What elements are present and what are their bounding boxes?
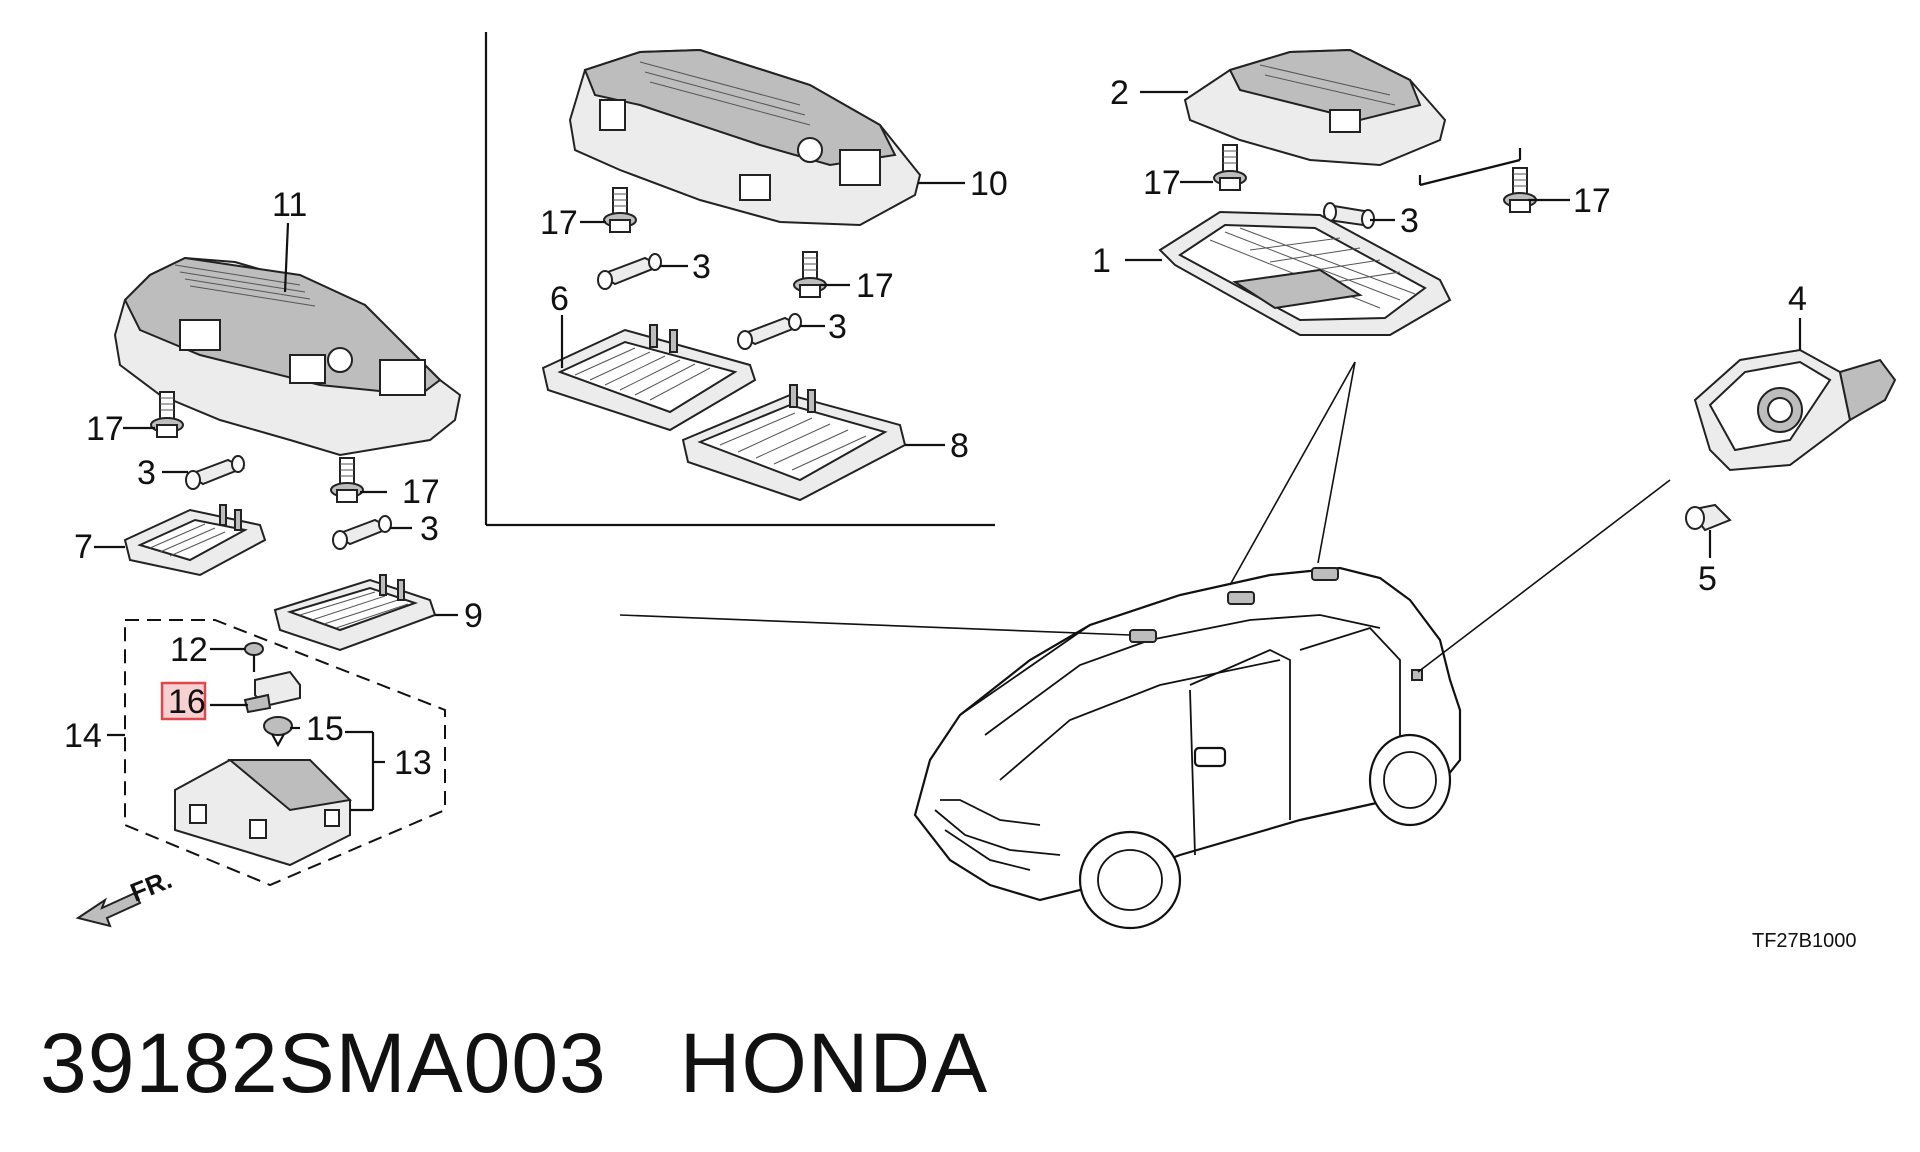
callout-leaders	[94, 180, 1570, 730]
left-bolt-upper	[150, 391, 184, 438]
left-bolt-lower	[330, 457, 364, 503]
callout-8: 8	[950, 427, 969, 465]
callout-5: 5	[1698, 560, 1717, 598]
callout-17-center-upper: 17	[540, 204, 578, 242]
lens-6	[541, 324, 757, 432]
lens-9	[273, 574, 437, 652]
callout-2: 2	[1110, 74, 1129, 112]
callout-12: 12	[170, 631, 208, 669]
right-bolt-right	[1503, 167, 1537, 213]
subassembly-frame-14	[107, 619, 446, 887]
dome-bracket	[1418, 148, 1522, 187]
highlight-box-16	[160, 681, 207, 721]
callout-11: 11	[272, 186, 307, 224]
door-light-4	[1693, 318, 1897, 472]
switch-16	[243, 670, 301, 714]
dome-light-base-2	[1140, 48, 1447, 167]
callout-1: 1	[1092, 242, 1111, 280]
map-light-unit-13	[174, 730, 385, 867]
map-light-housing-11	[113, 256, 462, 457]
callout-14: 14	[64, 717, 102, 755]
center-bulb-upper	[597, 253, 663, 290]
callout-4: 4	[1788, 280, 1807, 318]
left-bulb-lower	[332, 515, 393, 550]
callout-13: 13	[394, 744, 432, 782]
bulb-5	[1685, 503, 1732, 558]
lens-8	[681, 384, 945, 502]
callout-9: 9	[464, 597, 483, 635]
callout-16: 16	[168, 683, 206, 721]
callout-3-left-upper: 3	[137, 454, 156, 492]
callout-7: 7	[74, 528, 93, 566]
footer-caption: 39182SMA003 HONDA	[40, 1015, 988, 1112]
lens-7	[123, 504, 267, 577]
car-illustration	[913, 566, 1462, 930]
map-light-housing-10	[568, 48, 965, 227]
dome-lens-1	[1125, 210, 1452, 336]
callout-3-center-lower: 3	[828, 308, 847, 346]
brand-name: HONDA	[679, 1016, 989, 1110]
callout-17-left-upper: 17	[86, 410, 124, 448]
callout-6: 6	[550, 280, 569, 318]
right-bulb	[1323, 202, 1375, 229]
right-bolt-left	[1213, 144, 1247, 191]
callout-15: 15	[306, 710, 344, 748]
callout-3-center-upper: 3	[692, 248, 711, 286]
callout-10: 10	[970, 165, 1008, 203]
callout-17-right-right: 17	[1573, 182, 1611, 220]
center-group-frame	[484, 32, 995, 527]
part-number: 39182SMA003	[40, 1016, 607, 1110]
diagram-code: TF27B1000	[1752, 930, 1857, 952]
callout-17-center-lower: 17	[856, 267, 894, 305]
front-arrow-icon: FR.	[75, 864, 176, 928]
leader-lines	[619, 361, 1671, 673]
screw-12	[244, 642, 264, 672]
callout-17-right-left: 17	[1143, 164, 1181, 202]
callout-3-left-lower: 3	[420, 510, 439, 548]
center-bolt-upper	[603, 187, 637, 233]
callout-17-left-lower: 17	[402, 473, 440, 511]
left-bulb-upper	[185, 455, 246, 490]
callout-3-right: 3	[1400, 202, 1419, 240]
center-bolt-lower	[793, 251, 827, 298]
clip-15	[263, 716, 293, 748]
callout-numbers: 11 17 3 17 3 7 9 12 16 15 14 13 10 17 3 …	[64, 74, 1807, 782]
center-bulb-lower	[737, 313, 803, 350]
